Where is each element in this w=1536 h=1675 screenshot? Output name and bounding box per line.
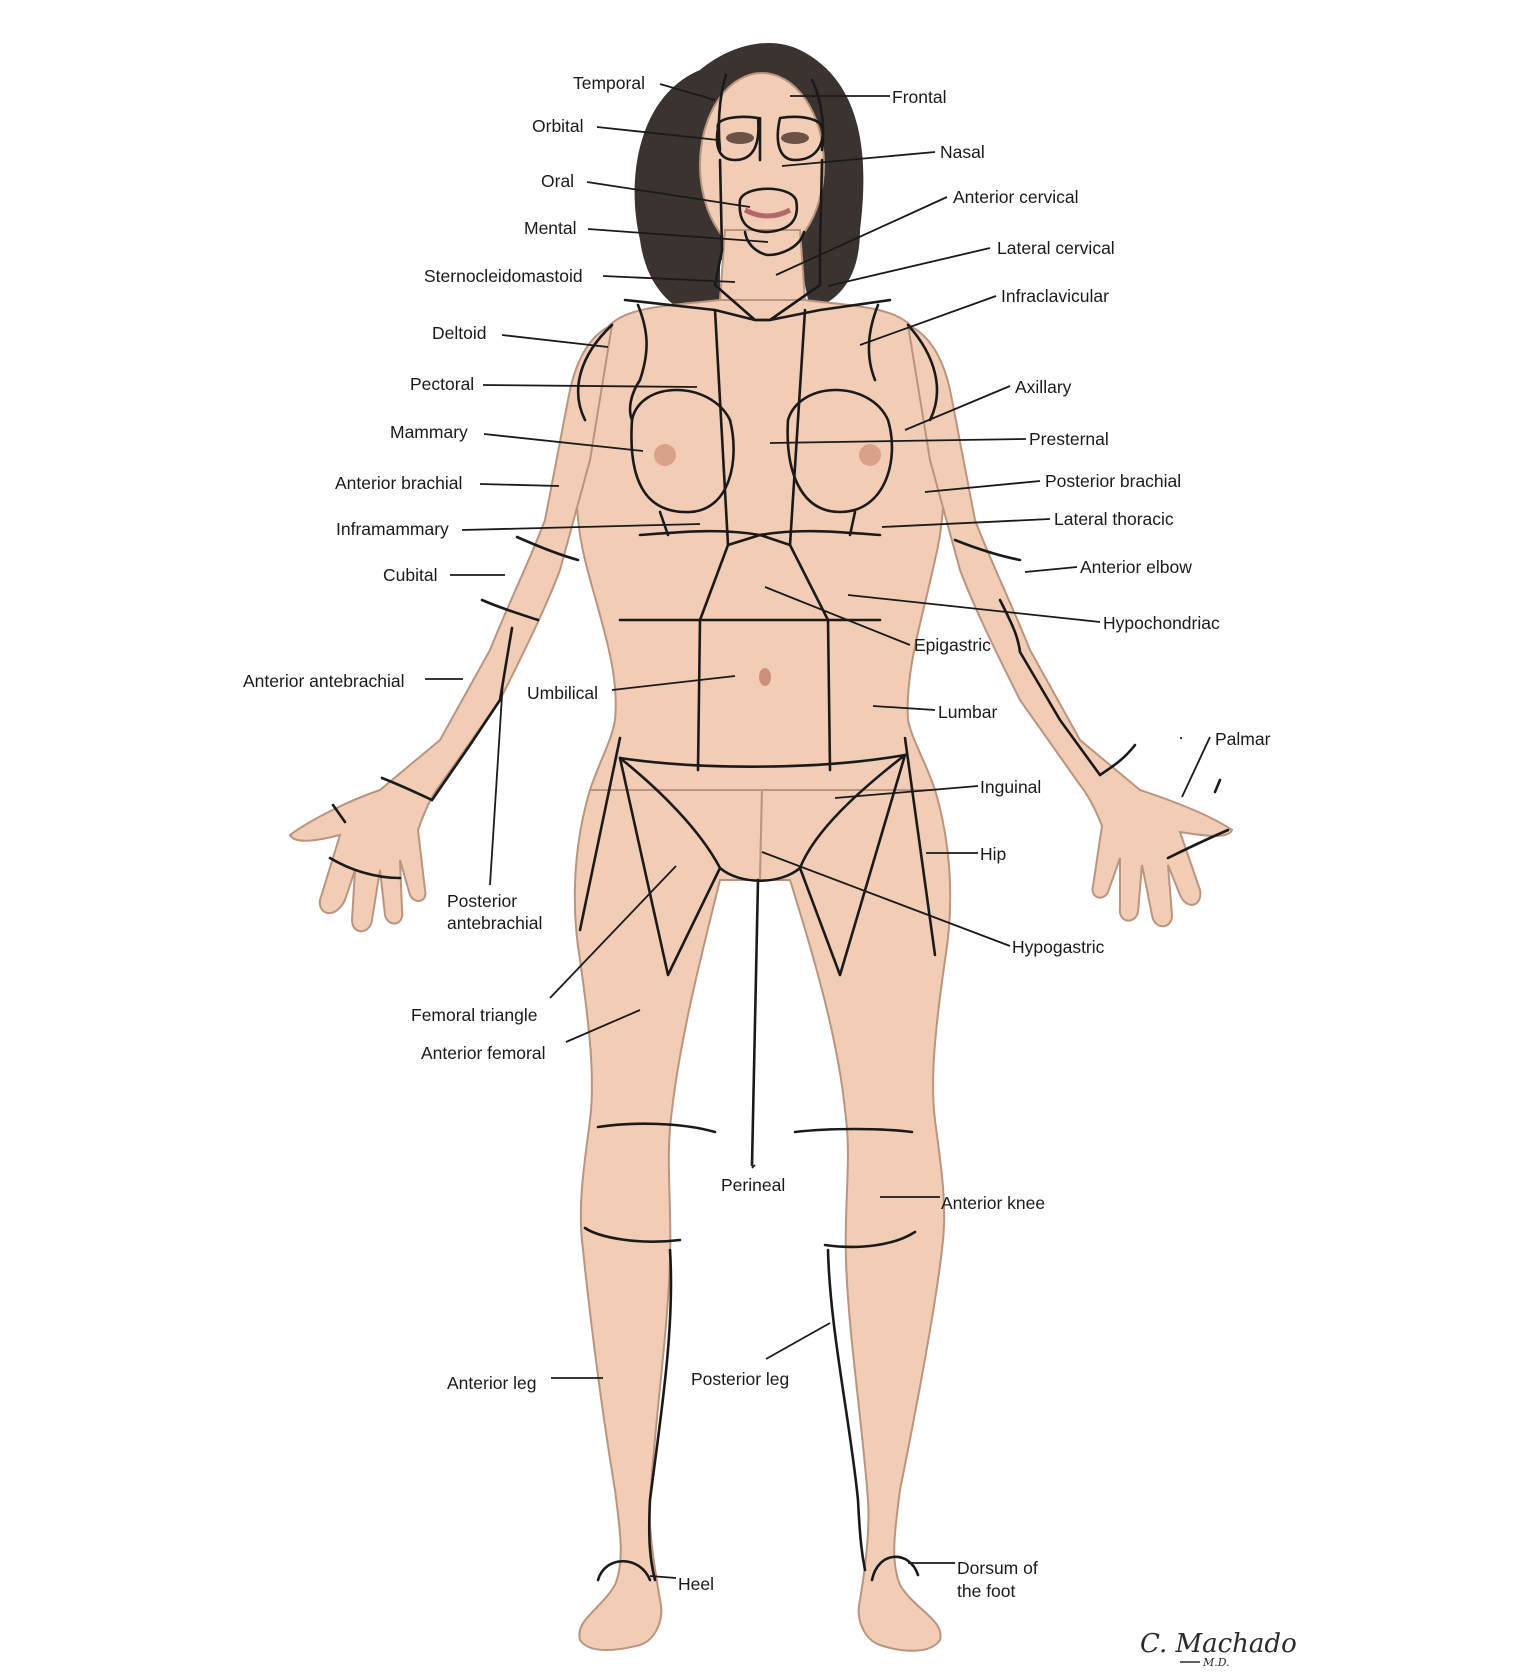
label-lateral-thoracic: Lateral thoracic [1054, 509, 1174, 529]
label-orbital: Orbital [532, 116, 584, 136]
label-epigastric: Epigastric [914, 635, 991, 655]
right-nipple-mark [859, 444, 881, 466]
label-sternocleidomastoid: Sternocleidomastoid [424, 266, 583, 286]
signature-suffix: M.D. [1202, 1656, 1230, 1669]
label-lateral-cervical: Lateral cervical [997, 238, 1115, 258]
label-pectoral: Pectoral [410, 374, 474, 394]
label-cubital: Cubital [383, 565, 437, 585]
signature-name: C. Machado [1140, 1629, 1297, 1659]
label-anterior-knee: Anterior knee [941, 1193, 1045, 1213]
region-labels: Temporal Frontal Orbital Nasal Oral Ante… [243, 73, 1271, 1601]
label-presternal: Presternal [1029, 429, 1109, 449]
label-dorsum-2: the foot [957, 1581, 1016, 1601]
label-temporal: Temporal [573, 73, 645, 93]
label-posterior-antebrachial-2: antebrachial [447, 913, 542, 933]
left-eye [781, 132, 809, 144]
label-inframammary: Inframammary [336, 519, 449, 539]
label-anterior-cervical: Anterior cervical [953, 187, 1078, 207]
navel-mark [759, 668, 771, 686]
label-heel: Heel [678, 1574, 714, 1594]
label-hip: Hip [980, 844, 1006, 864]
surface-features [654, 132, 881, 686]
label-mammary: Mammary [390, 422, 468, 442]
label-hypogastric: Hypogastric [1012, 937, 1105, 957]
label-nasal: Nasal [940, 142, 985, 162]
label-axillary: Axillary [1015, 377, 1072, 397]
label-dorsum-1: Dorsum of [957, 1558, 1038, 1578]
label-posterior-leg: Posterior leg [691, 1369, 789, 1389]
lips [743, 207, 792, 219]
right-eye [726, 132, 754, 144]
label-lumbar: Lumbar [938, 702, 998, 722]
label-anterior-elbow: Anterior elbow [1080, 557, 1192, 577]
label-umbilical: Umbilical [527, 683, 598, 703]
label-mental: Mental [524, 218, 577, 238]
label-anterior-leg: Anterior leg [447, 1373, 537, 1393]
left-nipple-mark [654, 444, 676, 466]
label-hypochondriac: Hypochondriac [1103, 613, 1220, 633]
label-deltoid: Deltoid [432, 323, 486, 343]
label-anterior-antebrachial: Anterior antebrachial [243, 671, 404, 691]
label-perineal: Perineal [721, 1175, 785, 1195]
label-palmar: Palmar [1215, 729, 1271, 749]
body-silhouette [288, 72, 1234, 1652]
label-infraclavicular: Infraclavicular [1001, 286, 1109, 306]
label-anterior-femoral: Anterior femoral [421, 1043, 546, 1063]
label-femoral-triangle: Femoral triangle [411, 1005, 537, 1025]
label-oral: Oral [541, 171, 574, 191]
leader-lines [425, 83, 1211, 1579]
label-anterior-brachial: Anterior brachial [335, 473, 462, 493]
region-boundaries [328, 73, 1230, 1582]
label-posterior-antebrachial-1: Posterior [447, 891, 517, 911]
label-inguinal: Inguinal [980, 777, 1041, 797]
artist-signature: C. Machado M.D. [1140, 1629, 1297, 1669]
label-posterior-brachial: Posterior brachial [1045, 471, 1181, 491]
label-frontal: Frontal [892, 87, 946, 107]
